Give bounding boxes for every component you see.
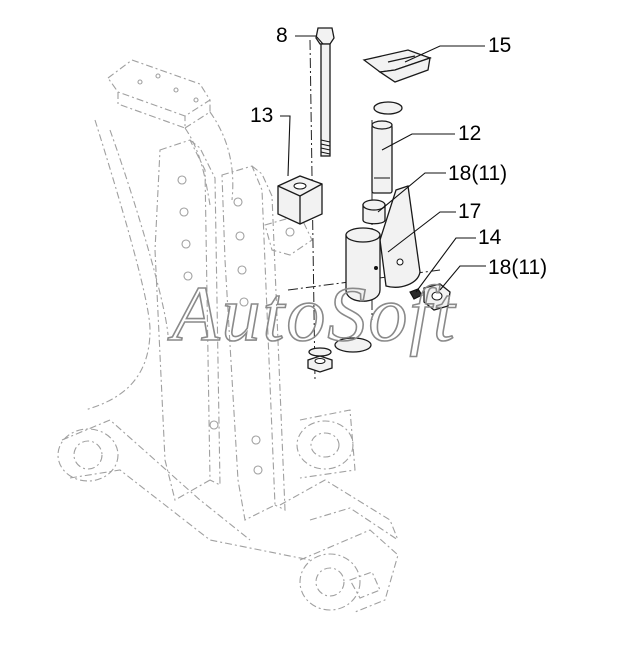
part-14-small-nut	[409, 288, 423, 300]
part-8-bolt	[315, 27, 335, 157]
callout-12: 12	[458, 122, 481, 145]
leader-lines	[280, 35, 486, 293]
part-13-block	[277, 175, 323, 225]
callout-8: 8	[276, 24, 288, 47]
part-lower-hardware	[307, 337, 372, 373]
part-12-pin	[371, 120, 393, 194]
watermark-text: AutoSoft	[167, 270, 457, 357]
part-17-lever	[345, 185, 421, 302]
part-ring-washer-top	[373, 101, 403, 115]
callout-15: 15	[488, 34, 511, 57]
callout-14: 14	[478, 226, 502, 249]
callout-18-upper: 18(11)	[448, 162, 507, 185]
callout-17: 17	[458, 200, 481, 223]
part-18-bushing-lower	[423, 283, 451, 311]
part-15-clip	[362, 49, 432, 83]
part-18-bushing-upper	[362, 199, 386, 225]
callouts: 8 13 15 12 18(11) 17 14 18(11)	[250, 24, 547, 279]
callout-18-lower: 18(11)	[488, 256, 547, 279]
callout-13: 13	[250, 104, 273, 127]
